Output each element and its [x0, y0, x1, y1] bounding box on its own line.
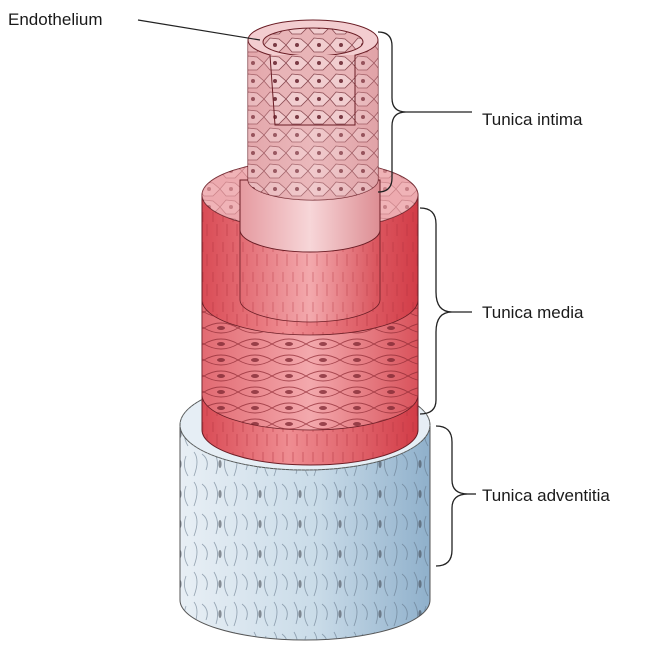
intima-bracket: [378, 32, 472, 192]
tunica-media-label: Tunica media: [482, 303, 583, 323]
tunica-intima-label: Tunica intima: [482, 110, 582, 130]
tunica-adventitia-label: Tunica adventitia: [482, 486, 610, 506]
adventitia-bracket: [436, 426, 476, 566]
media-bracket: [420, 208, 472, 414]
endothelium-label: Endothelium: [8, 10, 103, 30]
endothelium-leader-line: [138, 20, 260, 40]
intima-layer: [240, 20, 380, 252]
